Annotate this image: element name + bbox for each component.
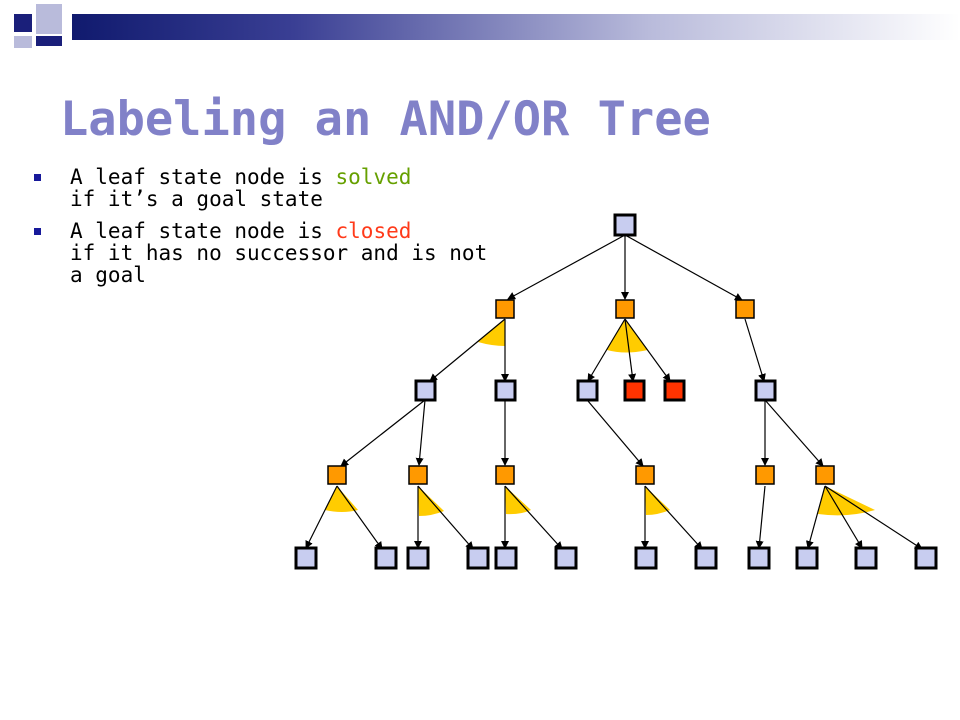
state-node-leaf [406,546,430,570]
action-node [495,465,515,485]
solved-highlight: solved [335,165,412,189]
edge [755,485,766,549]
action-node [408,465,428,485]
and-arc [325,486,358,512]
action-node [735,299,755,319]
edge [824,485,923,550]
closed-state-node [623,379,646,402]
state-node [414,379,437,402]
action-node [327,465,347,485]
bullet-text-suffix: if it’s a goal state [70,187,323,211]
closed-state-node [663,379,686,402]
tree-edges [305,234,923,550]
bullet-text-prefix: A leaf state node is [70,219,336,243]
corner-square-dark-2 [36,36,62,46]
slide-title: Labeling an AND/OR Tree [60,92,711,147]
edge [340,399,426,467]
bullet-item-solved: A leaf state node is solved if it’s a go… [34,166,494,210]
edge [504,485,563,550]
and-arcs [325,319,875,516]
state-node-leaf [747,546,771,570]
action-node [635,465,655,485]
edge [507,234,626,300]
action-node [495,299,515,319]
state-node-leaf [914,546,938,570]
bullet-item-closed: A leaf state node is closed if it has no… [34,220,494,286]
state-node-leaf [854,546,878,570]
state-node-leaf [494,546,518,570]
edge [415,399,426,466]
corner-square-light-2 [14,36,32,48]
edge [644,485,703,550]
closed-highlight: closed [335,219,412,243]
header-gradient-bar [72,14,960,40]
state-node [494,379,517,402]
state-node-leaf [466,546,490,570]
state-node-leaf [554,546,578,570]
bullet-text-prefix: A leaf state node is [70,165,336,189]
and-arc [478,319,505,346]
action-node [615,299,635,319]
edge [336,485,383,550]
state-node [754,379,777,402]
state-node-leaf [374,546,398,570]
corner-square-light-1 [36,4,62,34]
edge [429,318,506,382]
edge [624,318,637,382]
edge [764,399,824,467]
edge [587,400,644,467]
action-node [755,465,775,485]
edge [805,485,826,549]
action-node [815,465,835,485]
state-node-root [613,213,637,237]
state-node-leaf [694,546,718,570]
corner-square-dark-1 [14,14,32,32]
bullet-text-suffix: if it has no successor and is not a goal [70,241,488,287]
tree-nodes [294,213,938,570]
edge [824,485,863,549]
bullet-square-icon [34,228,41,235]
edge [624,318,671,382]
bullet-square-icon [34,174,41,181]
state-node-leaf [634,546,658,570]
state-node [576,379,599,402]
edge [624,234,743,301]
bullet-list: A leaf state node is solved if it’s a go… [34,166,494,296]
state-node-leaf [795,546,819,570]
edge [417,485,474,550]
state-node-leaf [294,546,318,570]
edge [744,318,766,382]
edge [305,485,338,549]
edge [587,318,626,382]
